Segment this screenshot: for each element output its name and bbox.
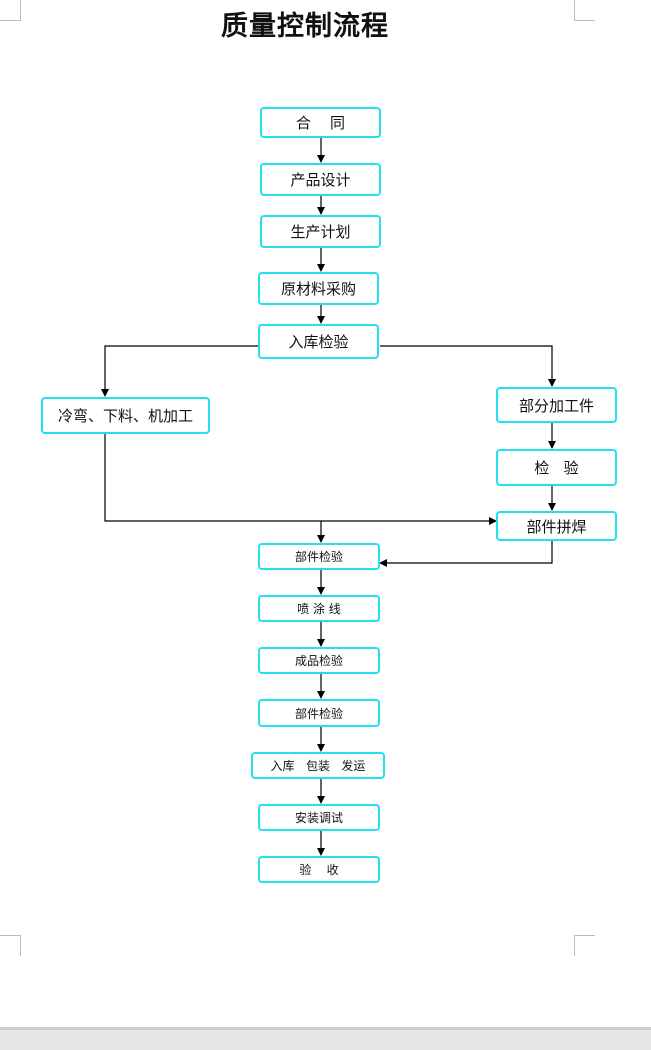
node-material-purchase: 原材料采购 (258, 272, 379, 305)
node-warehouse-inspection: 入库检验 (258, 324, 379, 359)
arrow-inspection-to-coldbend (101, 345, 258, 397)
horizontal-scroll-band[interactable] (0, 1027, 651, 1050)
page-corner-mark (0, 0, 21, 21)
node-component-inspection-1: 部件检验 (258, 543, 380, 570)
node-install-debug: 安装调试 (258, 804, 380, 831)
node-contract: 合 同 (260, 107, 381, 138)
node-part-machining: 部分加工件 (496, 387, 617, 423)
node-product-design: 产品设计 (260, 163, 381, 196)
node-cold-bend-cut-machining: 冷弯、下料、机加工 (41, 397, 210, 434)
page-corner-mark (574, 0, 595, 21)
node-acceptance: 验 收 (258, 856, 380, 883)
node-paint-line: 喷 涂 线 (258, 595, 380, 622)
arrow-coldbend-to-welding (104, 433, 497, 525)
node-part-assembly-welding: 部件拼焊 (496, 511, 617, 541)
node-component-inspection-2: 部件检验 (258, 699, 380, 727)
arrow-inspection-to-partmachining (380, 345, 556, 387)
node-finished-inspection: 成品检验 (258, 647, 380, 674)
node-storage-pack-ship: 入库 包装 发运 (251, 752, 385, 779)
page-title: 质量控制流程 (221, 11, 389, 42)
arrow-welding-to-component-inspection (379, 541, 553, 567)
node-production-plan: 生产计划 (260, 215, 381, 248)
page-corner-mark (0, 935, 21, 956)
page-corner-mark (574, 935, 595, 956)
node-inspection: 检 验 (496, 449, 617, 486)
